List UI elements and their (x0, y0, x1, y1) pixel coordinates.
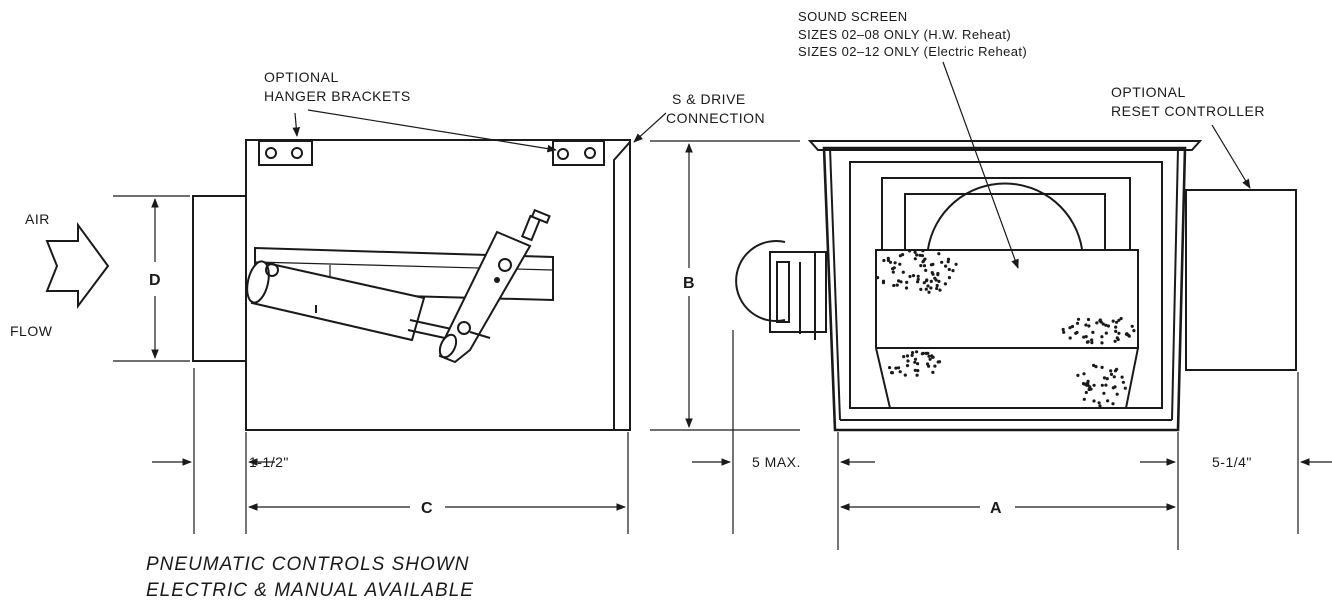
end-view (735, 140, 1297, 432)
sound-screen-label-2: SIZES 02–08 ONLY (H.W. Reheat) (798, 27, 1011, 42)
reset-controller-label-2: RESET CONTROLLER (1111, 103, 1265, 119)
dim-5-max-label: 5 MAX. (752, 454, 801, 470)
dimension-lines (113, 140, 1332, 550)
hanger-bracket-right (552, 140, 605, 166)
stipple-bottom-right (1076, 363, 1127, 408)
flow-label: FLOW (10, 323, 53, 339)
hanger-brackets-label-1: OPTIONAL (264, 69, 339, 85)
side-view (192, 139, 631, 431)
dim-5-1-4-label: 5-1/4" (1212, 454, 1252, 470)
air-label: AIR (25, 211, 50, 227)
pneumatic-actuator (246, 260, 471, 344)
dim-a-label: A (990, 500, 1002, 517)
dim-b-label: B (683, 275, 695, 292)
fan-wheel (927, 182, 1083, 250)
hanger-bracket-left (258, 140, 313, 166)
sound-screen-label-3: SIZES 02–12 ONLY (Electric Reheat) (798, 44, 1027, 59)
note-line-2: ELECTRIC & MANUAL AVAILABLE (146, 580, 474, 601)
inlet-collar (192, 195, 247, 362)
s-drive-flange (613, 139, 631, 431)
coil-frame-mid (881, 177, 1131, 257)
s-drive-label-1: S & DRIVE (672, 91, 746, 107)
damper-linkage (438, 208, 551, 364)
dim-d-label: D (149, 272, 161, 289)
stipple-top-left (876, 249, 958, 294)
top-flange (807, 140, 1203, 151)
s-drive-label-2: CONNECTION (666, 110, 765, 126)
stipple-right (1061, 316, 1136, 345)
dim-1-1-2-label: 1-1/2" (249, 454, 289, 470)
stipple-bottom-left (888, 350, 942, 377)
reset-controller (1185, 189, 1297, 371)
sound-screen-label-1: SOUND SCREEN (798, 9, 908, 24)
reset-controller-label-1: OPTIONAL (1111, 84, 1186, 100)
fan-motor (735, 240, 827, 340)
dim-c-label: C (421, 500, 433, 517)
hanger-brackets-label-2: HANGER BRACKETS (264, 88, 411, 104)
note-line-1: PNEUMATIC CONTROLS SHOWN (146, 554, 469, 575)
unit-box-end (822, 146, 1187, 432)
leaders (292, 61, 1251, 269)
sound-screen (875, 249, 1139, 409)
airflow-arrow (45, 221, 110, 309)
